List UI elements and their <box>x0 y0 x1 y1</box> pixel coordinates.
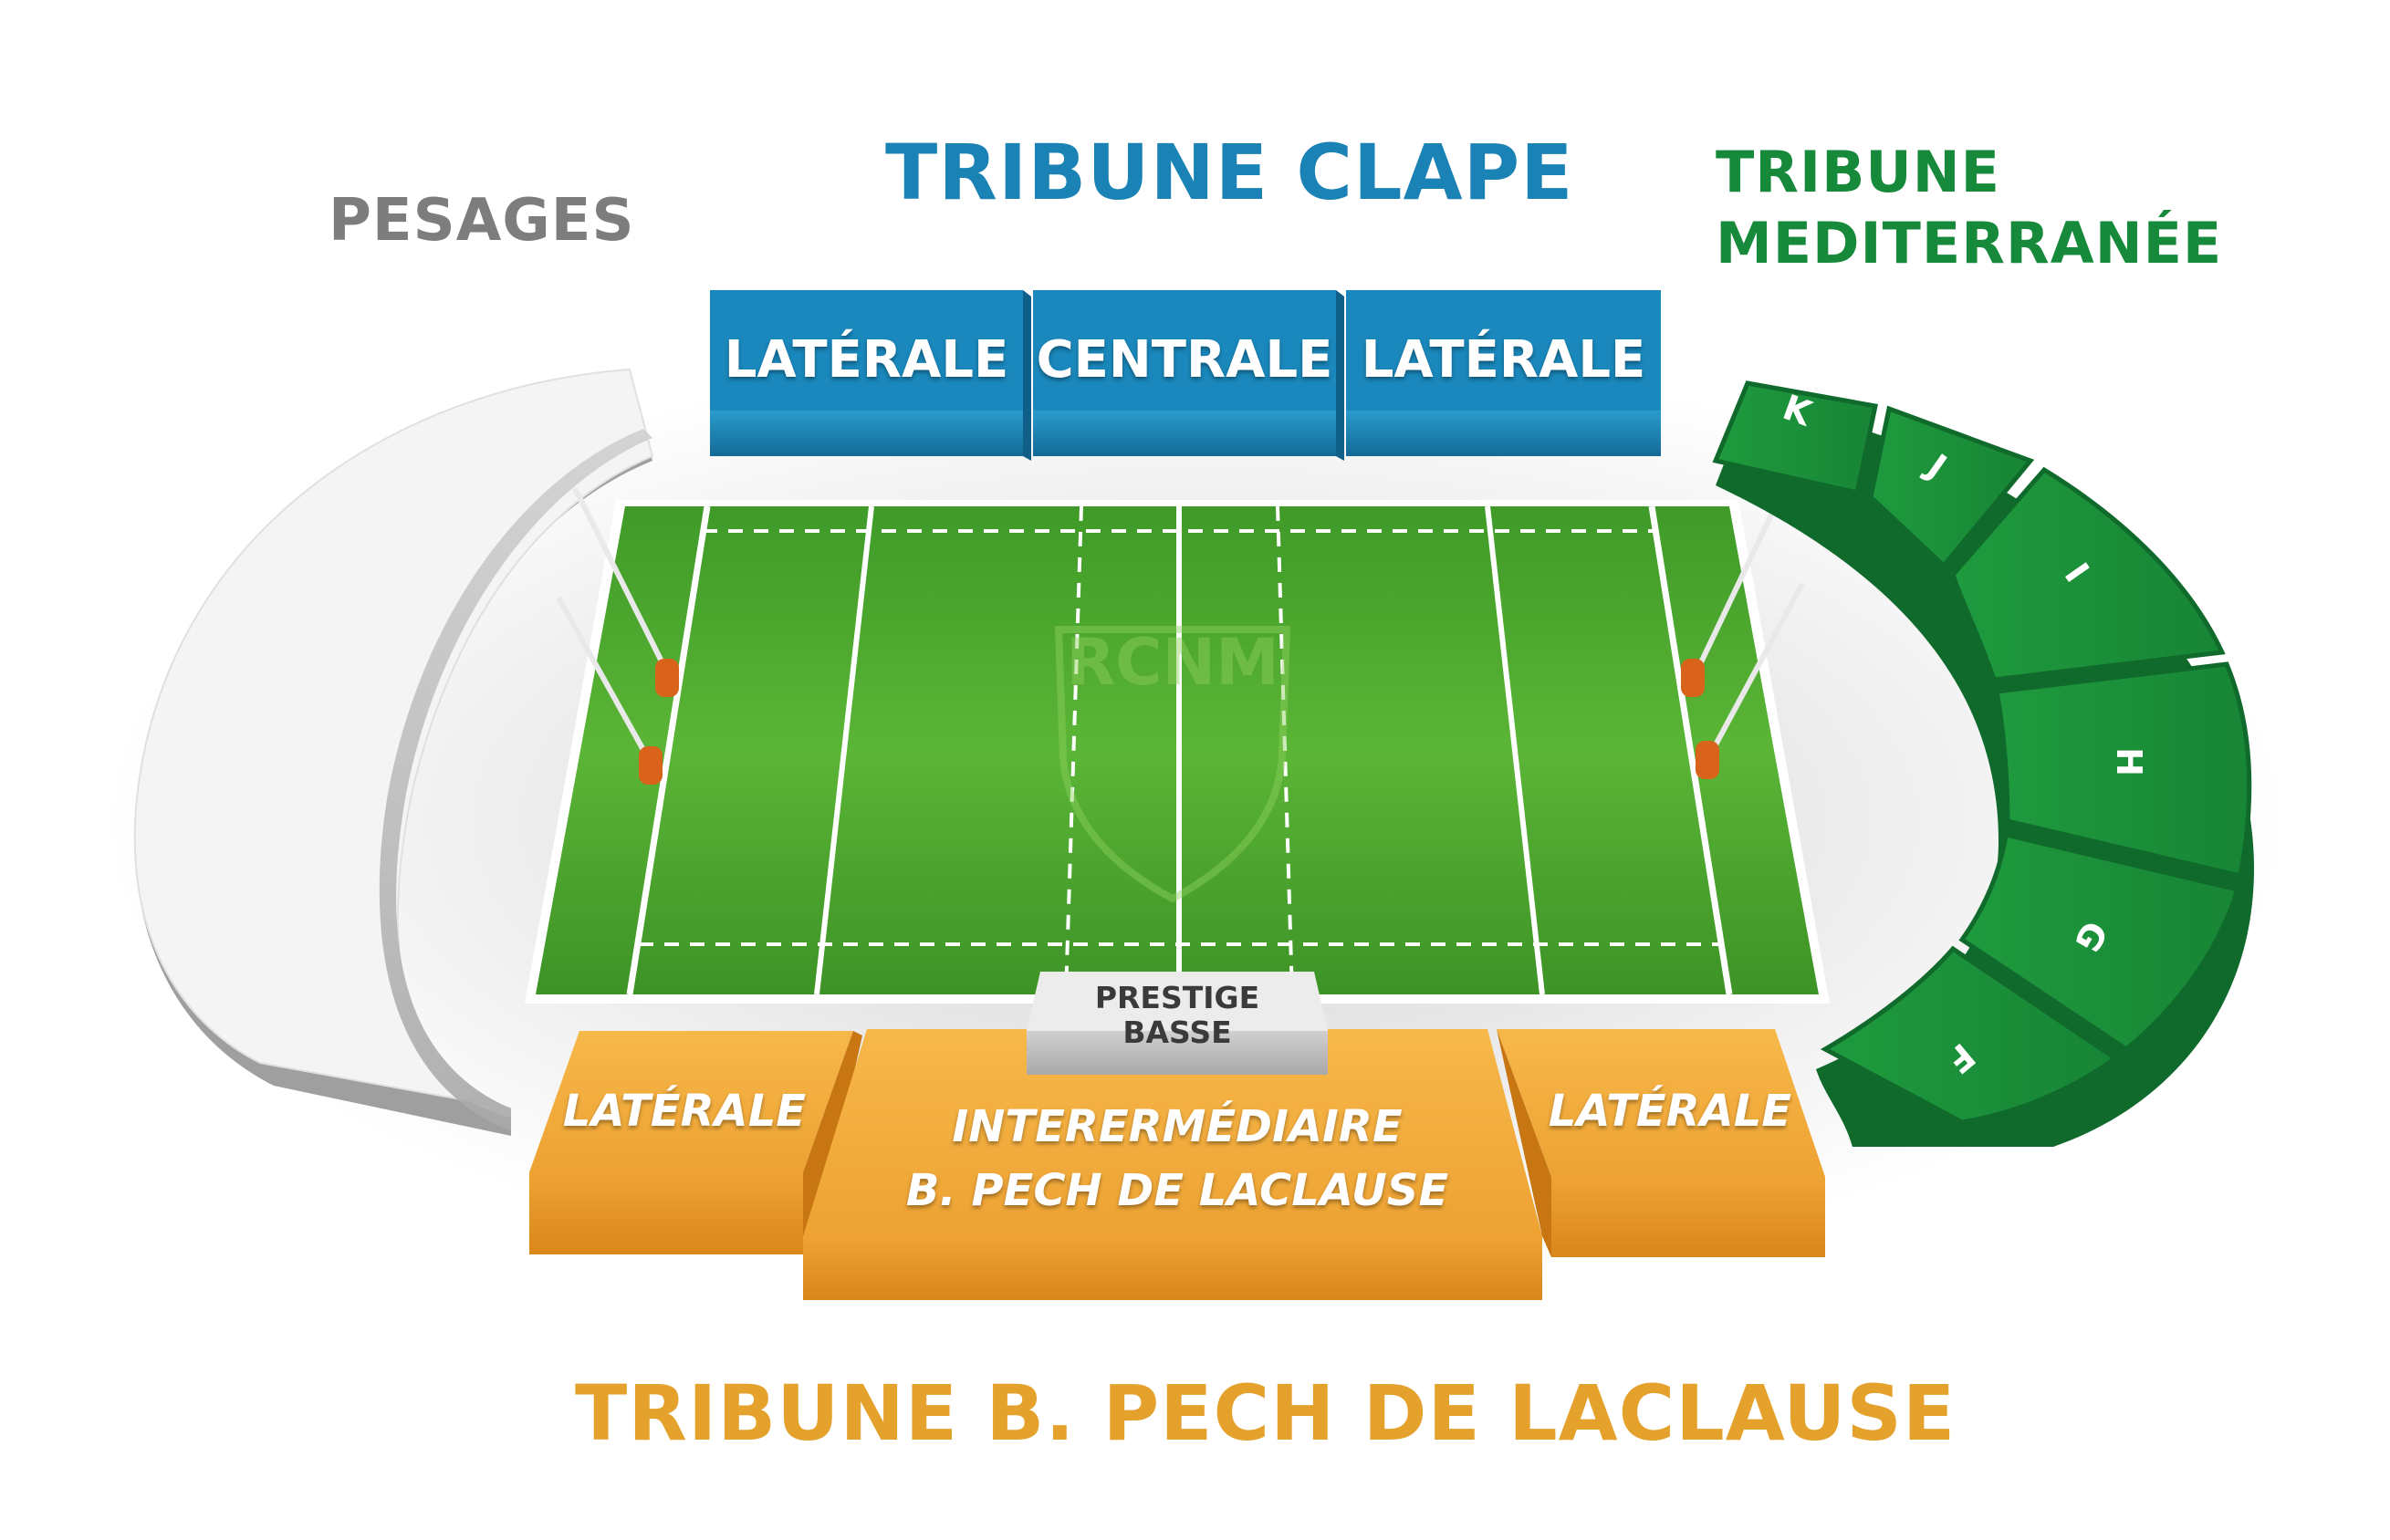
title-pesages: PESAGES <box>329 187 635 255</box>
section-label: H <box>2109 747 2149 776</box>
prestige-basse-block[interactable] <box>1027 972 1328 1075</box>
crest-watermark-text: RCNM <box>1066 625 1279 700</box>
prestige-basse-label: PRESTIGE BASSE <box>1027 981 1328 1050</box>
pech-right-label: LATÉRALE <box>1548 1086 1792 1137</box>
prestige-line1: PRESTIGE <box>1094 980 1260 1015</box>
section-g[interactable] <box>1958 831 2241 1053</box>
clape-block-right[interactable] <box>1346 290 1661 456</box>
pech-center-label: INTERERMÉDIAIRE B. PECH DE LACLAUSE <box>867 1095 1487 1223</box>
section-f[interactable] <box>1820 945 2120 1125</box>
title-tribune-mediterranee: TRIBUNE MEDITERRANÉE <box>1716 137 2222 279</box>
pech-left-label: LATÉRALE <box>562 1086 807 1137</box>
rugby-pitch: RCNM <box>525 500 1830 1004</box>
pech-block-right[interactable] <box>1497 1029 1825 1257</box>
clape-blocks <box>710 290 1661 461</box>
pech-blocks <box>529 1029 1825 1300</box>
prestige-line2: BASSE <box>1122 1015 1232 1050</box>
goal-posts-right <box>1681 486 1805 779</box>
section-h[interactable] <box>1994 661 2252 879</box>
goal-posts-left <box>556 486 679 785</box>
section-i[interactable] <box>1950 466 2226 682</box>
clape-block-left[interactable] <box>710 290 1031 461</box>
title-tribune-pech: TRIBUNE B. PECH DE LACLAUSE <box>575 1368 1957 1458</box>
pech-block-center[interactable] <box>803 1029 1542 1300</box>
pech-center-line2: B. PECH DE LACLAUSE <box>905 1165 1449 1216</box>
pech-center-line1: INTERERMÉDIAIRE <box>952 1101 1403 1152</box>
mediterranee-stand: K J I H G F <box>1712 380 2254 1147</box>
section-j[interactable] <box>1868 405 2035 569</box>
clape-left-label: LATÉRALE <box>724 330 1009 390</box>
clape-right-label: LATÉRALE <box>1361 330 1646 390</box>
title-tribune-clape: TRIBUNE CLAPE <box>885 128 1574 217</box>
crest-watermark <box>1054 626 1291 903</box>
clape-block-center[interactable] <box>1033 290 1344 461</box>
clape-center-label: CENTRALE <box>1036 330 1333 390</box>
section-k[interactable] <box>1712 380 1878 495</box>
title-mediterranee-line2: MEDITERRANÉE <box>1716 210 2223 276</box>
title-mediterranee-line1: TRIBUNE <box>1716 139 2000 205</box>
pech-block-left[interactable] <box>529 1031 862 1259</box>
pesages-stand[interactable] <box>133 368 654 1136</box>
